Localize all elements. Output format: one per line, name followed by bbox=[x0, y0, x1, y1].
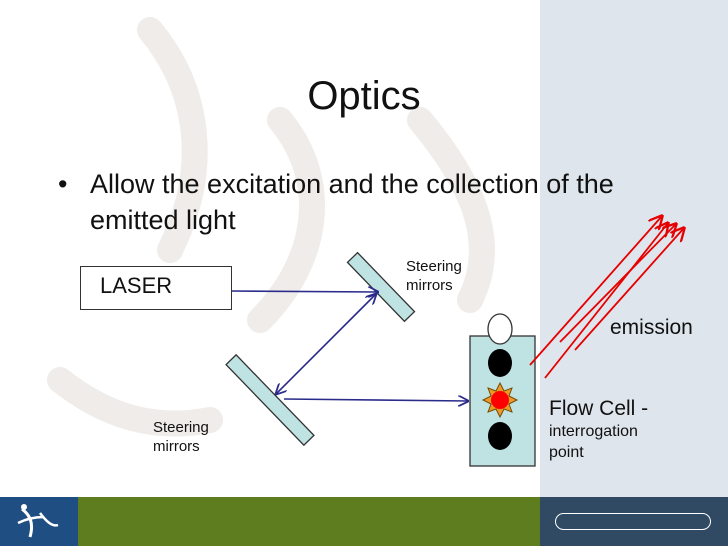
flow-cell-label: Flow Cell - interrogation point bbox=[549, 396, 648, 463]
emission-label: emission bbox=[610, 316, 693, 339]
laser-box bbox=[80, 266, 232, 310]
steering-top-line1: Steering bbox=[406, 258, 462, 275]
laser-label: LASER bbox=[100, 273, 173, 298]
cell-particle-black-1 bbox=[488, 349, 512, 377]
flow-cell bbox=[469, 313, 536, 467]
slide-title: Optics bbox=[307, 74, 421, 118]
flow-cell-line3: point bbox=[549, 444, 584, 461]
footer-right-block bbox=[540, 497, 728, 546]
cell-particle-top bbox=[487, 313, 513, 345]
footer-pill-outline bbox=[555, 513, 711, 530]
interrogated-particle bbox=[491, 391, 509, 409]
steering-mirror-top bbox=[346, 251, 416, 323]
steering-bottom-line1: Steering bbox=[153, 419, 209, 436]
emission-arrows bbox=[529, 216, 684, 379]
steering-top-line2: mirrors bbox=[406, 277, 453, 294]
beam-mirror-to-mirror bbox=[276, 294, 376, 394]
bullet-marker: • bbox=[58, 169, 68, 199]
flow-cell-line1: Flow Cell - bbox=[549, 397, 649, 420]
footer-logo-area bbox=[0, 497, 78, 546]
steering-mirrors-top-label: Steering mirrors bbox=[406, 257, 462, 295]
cell-particle-black-2 bbox=[488, 422, 512, 450]
beam-laser-to-mirror bbox=[231, 291, 378, 292]
flow-cell-line2: interrogation bbox=[549, 423, 638, 440]
dna-figure-logo-icon bbox=[0, 497, 78, 546]
steering-bottom-line2: mirrors bbox=[153, 438, 200, 455]
bullet-text: Allow the excitation and the collection … bbox=[90, 169, 614, 235]
steering-mirrors-bottom-label: Steering mirrors bbox=[153, 418, 209, 456]
beam-mirror-to-cell bbox=[283, 399, 468, 401]
